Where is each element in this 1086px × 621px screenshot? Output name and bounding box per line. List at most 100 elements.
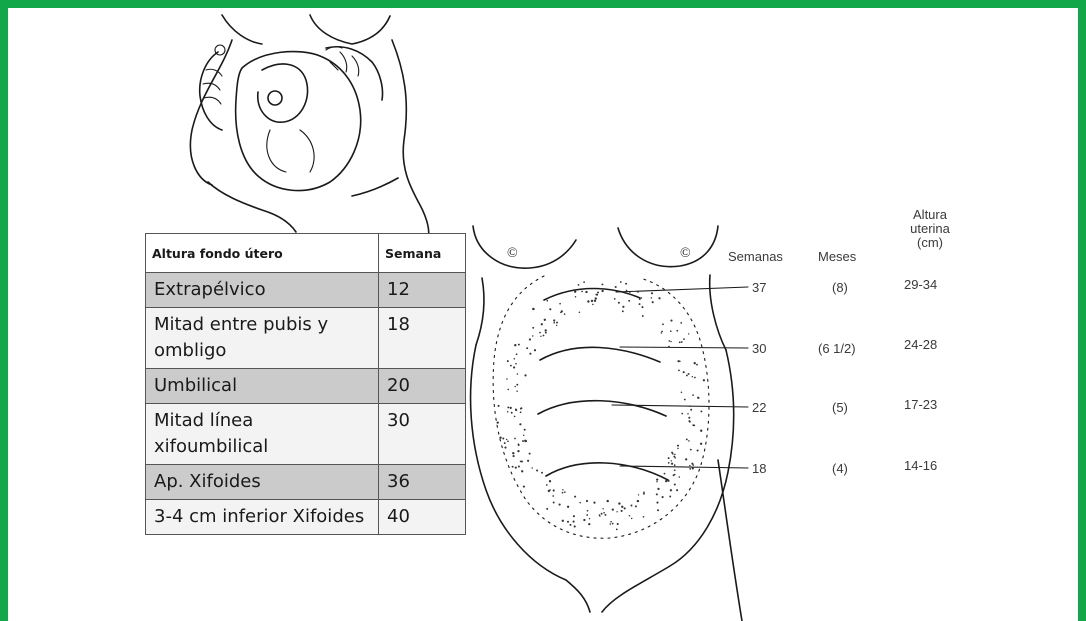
stipple-dot: [504, 447, 506, 449]
stipple-dot: [599, 514, 601, 516]
stipple-dot: [506, 378, 508, 380]
stipple-dot: [607, 500, 609, 502]
stipple-dot: [515, 409, 517, 411]
stipple-dot: [618, 502, 620, 504]
stipple-dot: [514, 344, 516, 346]
row-location: Mitad entre pubis y ombligo: [146, 308, 379, 369]
col-header-semanas: Semanas: [728, 249, 783, 264]
stipple-dot: [703, 379, 705, 381]
row-week: 12: [379, 273, 466, 308]
stipple-dot: [520, 461, 522, 463]
stipple-dot: [656, 481, 657, 482]
stipple-dot: [556, 325, 557, 326]
stipple-dot: [589, 518, 590, 519]
row-location: 3-4 cm inferior Xifoides: [146, 500, 379, 535]
stipple-dot: [614, 298, 616, 300]
stipple-dot: [526, 347, 528, 349]
stipple-dot: [687, 413, 689, 415]
stipple-dot: [514, 386, 515, 387]
stipple-dot: [516, 384, 518, 386]
stipple-dot: [676, 330, 678, 332]
stipple-dot: [664, 473, 666, 475]
stipple-dot: [651, 292, 653, 294]
fundal-height-table: Altura fondo útero Semana Extrapélvico 1…: [145, 233, 466, 535]
stipple-dot: [507, 411, 509, 413]
stipple-dot: [552, 495, 554, 497]
stipple-dot: [692, 376, 693, 377]
stipple-dot: [536, 469, 538, 471]
stipple-dot: [690, 449, 692, 451]
row-location: Mitad línea xifoumbilical: [146, 404, 379, 465]
stipple-dot: [559, 504, 561, 506]
stipple-dot: [688, 333, 689, 334]
stipple-dot: [515, 467, 517, 469]
stipple-dot: [612, 509, 614, 511]
stipple-dot: [539, 332, 541, 334]
semanas-value: 22: [752, 400, 766, 415]
stipple-dot: [656, 493, 658, 495]
stipple-dot: [668, 462, 670, 464]
col-header-meses: Meses: [818, 249, 856, 264]
stipple-dot: [674, 457, 676, 459]
stipple-dot: [519, 423, 521, 425]
stipple-dot: [583, 519, 585, 521]
stipple-dot: [631, 518, 633, 520]
stipple-dot: [553, 489, 555, 491]
stipple-dot: [689, 421, 691, 423]
stipple-dot: [545, 332, 547, 334]
stipple-dot: [674, 454, 676, 456]
stipple-dot: [504, 442, 506, 444]
stipple-dot: [700, 443, 702, 445]
col-header-altura-line3: (cm): [900, 236, 960, 250]
stipple-dot: [616, 511, 617, 512]
stipple-dot: [689, 468, 691, 470]
row-location: Ap. Xifoides: [146, 465, 379, 500]
stipple-dot: [601, 513, 603, 515]
stipple-dot: [514, 416, 516, 418]
stipple-dot: [642, 315, 644, 317]
stipple-dot: [686, 374, 688, 376]
stipple-dot: [610, 523, 612, 525]
table-header-row: Altura fondo útero Semana: [146, 234, 466, 273]
stipple-dot: [532, 467, 533, 468]
stipple-dot: [523, 435, 524, 436]
stipple-dot: [641, 297, 642, 298]
stipple-dot: [669, 496, 671, 498]
stipple-dot: [617, 523, 619, 525]
stipple-dot: [517, 450, 519, 452]
stipple-dot: [514, 358, 516, 360]
stipple-dot: [575, 296, 577, 298]
table-row: Extrapélvico 12: [146, 273, 466, 308]
stipple-dot: [599, 288, 601, 290]
stipple-dot: [661, 332, 662, 333]
stipple-dot: [700, 430, 702, 432]
stipple-dot: [540, 336, 541, 337]
stipple-dot: [661, 331, 663, 333]
stipple-dot: [564, 313, 566, 315]
stipple-dot: [524, 374, 526, 376]
stipple-dot: [692, 467, 694, 469]
table-row: Mitad entre pubis y ombligo 18: [146, 308, 466, 369]
stipple-dot: [602, 508, 603, 509]
stipple-dot: [621, 506, 623, 508]
row-week: 30: [379, 404, 466, 465]
stipple-dot: [524, 429, 526, 431]
stipple-dot: [499, 436, 501, 438]
stipple-dot: [689, 465, 690, 466]
stipple-dot: [586, 514, 588, 516]
stipple-dot: [516, 353, 518, 355]
stipple-dot: [507, 389, 509, 391]
stipple-dot: [520, 407, 522, 409]
stipple-dot: [573, 521, 575, 523]
meses-value: (6 1/2): [818, 341, 856, 356]
stipple-dot: [626, 290, 628, 292]
meses-value: (8): [832, 280, 848, 295]
stipple-dot: [529, 453, 531, 455]
stipple-dot: [513, 455, 515, 457]
stipple-dot: [595, 294, 597, 296]
stipple-dot: [643, 493, 645, 495]
stipple-dot: [506, 439, 507, 440]
stipple-dot: [692, 424, 694, 426]
stipple-dot: [573, 515, 575, 517]
stipple-dot: [637, 291, 639, 293]
